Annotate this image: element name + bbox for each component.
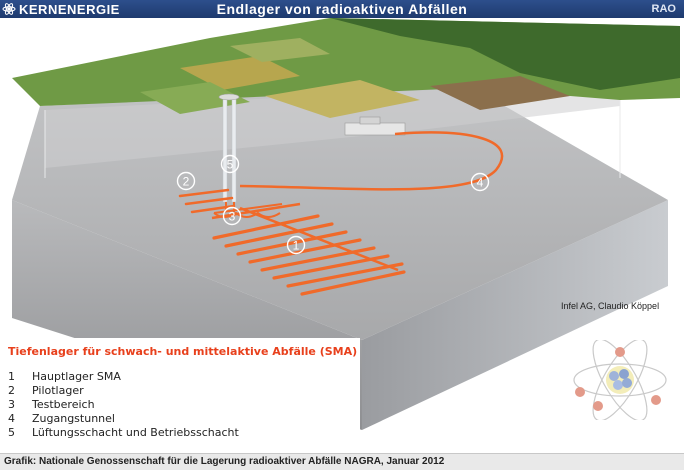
svg-text:2: 2 (183, 175, 190, 189)
rao-label: RAO (651, 3, 676, 15)
svg-text:3: 3 (229, 210, 236, 224)
shaft-1 (222, 97, 228, 203)
legend-item-text: Lüftungsschacht und Betriebsschacht (32, 426, 239, 439)
legend-item-text: Zugangstunnel (32, 412, 115, 425)
legend-item: 3 Testbereich (8, 398, 568, 412)
marker-5: 5 (220, 154, 240, 174)
source-note: Grafik: Nationale Genossenschaft für die… (4, 456, 445, 467)
legend-item: 1 Hauptlager SMA (8, 370, 568, 384)
field-4 (230, 38, 330, 62)
legend-item-text: Testbereich (32, 398, 95, 411)
legend: Tiefenlager für schwach- und mittelaktiv… (8, 345, 568, 440)
atom-graphic-icon (573, 340, 667, 420)
shaft-2 (231, 97, 237, 203)
marker-4: 4 (470, 172, 490, 192)
image-credit: Infel AG, Claudio Köppel (561, 301, 660, 311)
forest (330, 18, 680, 90)
legend-item: 5 Lüftungsschacht und Betriebsschacht (8, 426, 568, 440)
header-bar: KERNENERGIE Endlager von radioaktiven Ab… (0, 0, 684, 18)
marker-2: 2 (176, 171, 196, 191)
legend-item-number: 4 (8, 412, 15, 425)
legend-item-number: 1 (8, 370, 15, 383)
footer-bar: Grafik: Nationale Genossenschaft für die… (0, 453, 684, 470)
legend-panel (0, 338, 360, 451)
svg-text:4: 4 (477, 176, 484, 190)
atom-icon (2, 3, 16, 15)
rock-side-face (362, 200, 668, 430)
legend-item-number: 3 (8, 398, 15, 411)
marker-3: 3 (222, 206, 242, 226)
marker-1: 1 (286, 235, 306, 255)
legend-item-number: 2 (8, 384, 15, 397)
svg-text:5: 5 (227, 158, 234, 172)
legend-item-number: 5 (8, 426, 15, 439)
brand-name: KERNENERGIE (19, 1, 120, 17)
legend-item: 4 Zugangstunnel (8, 412, 568, 426)
legend-item: 2 Pilotlager (8, 384, 568, 398)
field-2 (265, 80, 420, 118)
legend-title: Tiefenlager für schwach- und mittelaktiv… (8, 345, 358, 358)
repository-diagram: 1 2 3 4 5 (12, 18, 680, 430)
main-storage-caverns (212, 214, 406, 296)
brand-logo[interactable]: KERNENERGIE (2, 1, 120, 17)
access-tunnel (239, 131, 504, 191)
field-3 (430, 76, 570, 110)
legend-item-text: Hauptlager SMA (32, 370, 121, 383)
svg-text:1: 1 (293, 239, 300, 253)
page-title: Endlager von radioaktiven Abfällen (216, 1, 468, 17)
field-1 (180, 56, 300, 90)
legend-item-text: Pilotlager (32, 384, 84, 397)
field-5 (140, 82, 250, 114)
